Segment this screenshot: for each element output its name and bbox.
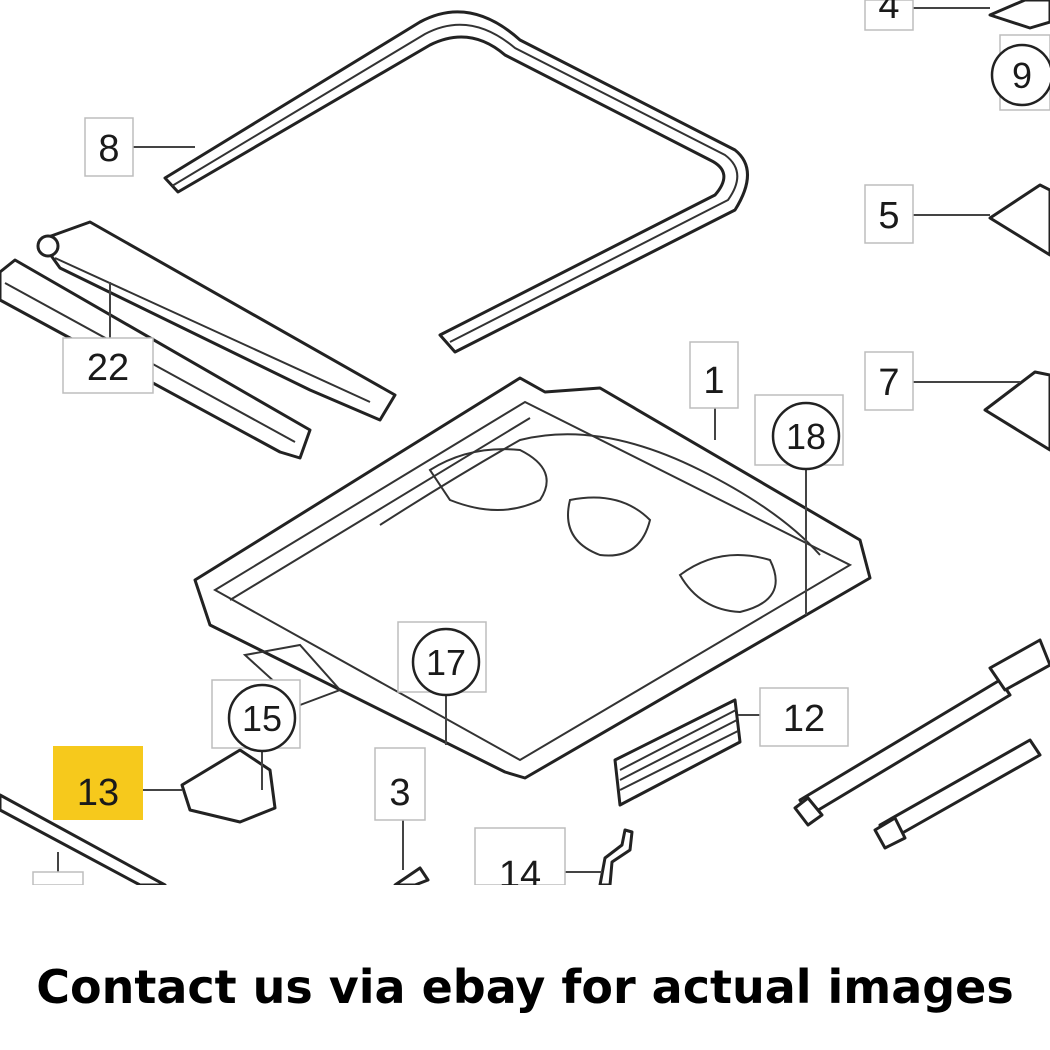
label-13-highlighted: 13 (53, 746, 143, 820)
label-15: 15 (211, 679, 301, 753)
svg-text:12: 12 (783, 698, 825, 740)
svg-text:1: 1 (703, 360, 724, 402)
svg-text:4: 4 (878, 0, 899, 27)
svg-text:15: 15 (242, 698, 282, 739)
svg-text:7: 7 (878, 362, 899, 404)
screw-part-3 (393, 866, 430, 885)
svg-text:14: 14 (499, 854, 541, 885)
part-7-shape (983, 370, 1050, 452)
label-8: 8 (84, 117, 134, 177)
label-12: 12 (759, 687, 849, 747)
label-box-cropped (32, 871, 84, 885)
label-3: 3 (374, 747, 426, 821)
caption-text: Contact us via ebay for actual images (36, 960, 1014, 1014)
label-4: 4 (864, 0, 914, 31)
svg-text:18: 18 (786, 416, 826, 457)
svg-text:9: 9 (1012, 55, 1032, 96)
bracket-part-13 (180, 748, 277, 824)
label-9: 9 (990, 34, 1050, 111)
label-22: 22 (62, 337, 154, 394)
svg-text:22: 22 (87, 347, 129, 389)
label-14: 14 (474, 827, 566, 885)
svg-text:17: 17 (426, 642, 466, 683)
label-17: 17 (397, 621, 487, 697)
label-1: 1 (689, 341, 739, 409)
label-7: 7 (864, 351, 914, 411)
parts-diagram: 8 22 1 18 4 9 5 7 12 17 15 (0, 0, 1050, 885)
seal-frame-part-8 (163, 10, 749, 354)
svg-text:13: 13 (77, 772, 119, 814)
svg-text:3: 3 (389, 772, 410, 814)
svg-text:5: 5 (878, 195, 899, 237)
label-5: 5 (864, 184, 914, 244)
guide-rail-part-22 (0, 220, 397, 460)
cable-assembly (793, 638, 1050, 850)
trim-strip (0, 793, 167, 885)
sunroof-frame-part-1 (193, 376, 872, 780)
grille-part-12 (613, 698, 742, 807)
part-4-shape (988, 0, 1050, 30)
label-18: 18 (754, 394, 844, 471)
clip-part-14 (598, 828, 634, 885)
svg-text:8: 8 (98, 128, 119, 170)
part-5-shape (988, 183, 1050, 257)
leader-lines (57, 7, 1020, 885)
